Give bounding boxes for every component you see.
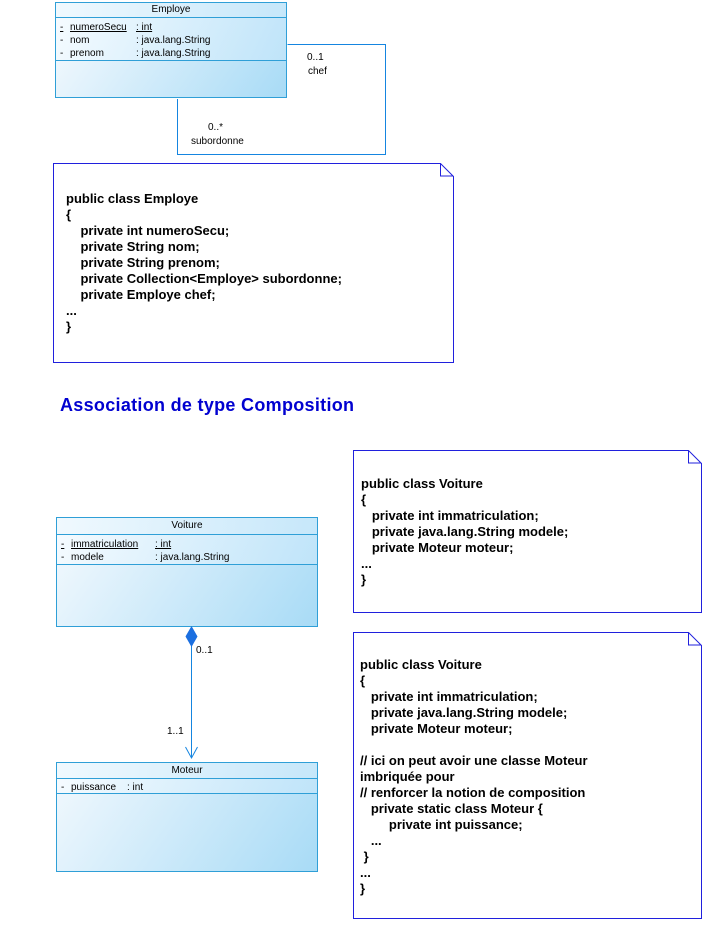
visibility-marker: - [61, 539, 65, 550]
class-attributes-voiture: -immatriculation : int -modele : java.lang… [57, 535, 317, 565]
composition-diamond-icon [185, 626, 198, 647]
note-employe-code: public class Employe { private int numer… [53, 163, 454, 363]
attribute-name: puissance [71, 782, 117, 793]
note-voiture-code: public class Voiture { private int immat… [353, 450, 702, 613]
subordonne-role-label: subordonne [191, 136, 244, 147]
note-shape-icon [53, 163, 454, 363]
attribute-immatriculation: -immatriculation : int [61, 538, 317, 551]
composition-whole-multiplicity-label: 0..1 [196, 645, 213, 656]
subordonne-multiplicity-label: 0..* [208, 122, 224, 133]
visibility-marker: - [61, 552, 65, 563]
note-shape-icon [353, 632, 702, 919]
attribute-name: modele [71, 552, 104, 563]
attribute-name: prenom [70, 48, 104, 59]
visibility-marker: - [61, 782, 65, 793]
attribute-prenom: -prenom : java.lang.String [60, 47, 286, 60]
attribute-puissance: -puissance : int [61, 781, 317, 794]
note-code-text: public class Employe { private int numer… [66, 191, 342, 334]
class-title-employe: Employe [56, 3, 286, 18]
note-voiture-nested-code: public class Voiture { private int immat… [353, 632, 702, 919]
attribute-type: : int [127, 782, 144, 793]
attribute-type: : java.lang.String [136, 48, 211, 59]
class-box-employe: Employe -numeroSecu: int -nom: java.lang… [55, 2, 287, 98]
attribute-name: immatriculation [71, 539, 139, 550]
attribute-type: : java.lang.String [155, 552, 230, 563]
attribute-type: : java.lang.String [136, 35, 211, 46]
chef-role-label: chef [308, 66, 327, 77]
class-operations-employe [56, 61, 286, 97]
attribute-numerosecu: -numeroSecu : int [60, 21, 286, 34]
class-attributes-moteur: -puissance : int [57, 779, 317, 794]
attribute-name: numeroSecu [70, 22, 127, 33]
class-attributes-employe: -numeroSecu: int -nom: java.lang.String … [56, 18, 286, 61]
attribute-modele: -modele : java.lang.String [61, 551, 317, 564]
arrowhead-icon [185, 746, 198, 760]
note-shape-icon [353, 450, 702, 613]
class-title-voiture: Voiture [57, 518, 317, 535]
class-box-moteur: Moteur -puissance : int [56, 762, 318, 872]
attribute-type: : int [136, 22, 153, 33]
class-title-moteur: Moteur [57, 763, 317, 779]
visibility-marker: - [60, 22, 64, 33]
note-code-text: public class Voiture { private int immat… [360, 657, 588, 896]
visibility-marker: - [60, 35, 64, 46]
class-operations-moteur [57, 794, 317, 871]
section-heading: Association de type Composition [60, 395, 355, 415]
composition-part-multiplicity-label: 1..1 [167, 726, 184, 737]
class-box-voiture: Voiture -immatriculation : int -modele : j… [56, 517, 318, 627]
visibility-marker: - [60, 48, 64, 59]
attribute-nom: -nom : java.lang.String [60, 34, 286, 47]
chef-multiplicity-label: 0..1 [307, 52, 324, 63]
attribute-name: nom [70, 35, 90, 46]
attribute-type: : int [155, 539, 172, 550]
note-code-text: public class Voiture { private int immat… [361, 476, 569, 587]
class-operations-voiture [57, 565, 317, 626]
